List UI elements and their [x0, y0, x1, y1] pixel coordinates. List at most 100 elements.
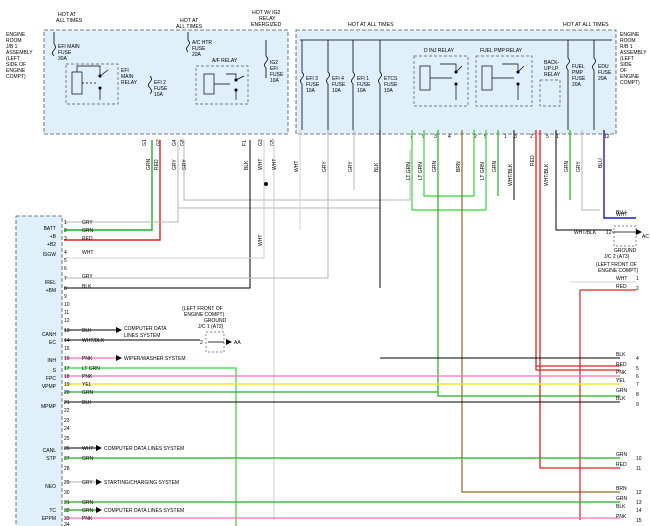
wire-red-right2 [579, 289, 636, 520]
svg-text:G4: G4 [172, 139, 178, 146]
svg-text:WHT: WHT [82, 250, 93, 256]
fuel-pmp-relay-label: FUEL PMP RELAY [480, 48, 523, 54]
svg-text:GRY: GRY [182, 159, 188, 170]
svg-text:10: 10 [636, 456, 642, 462]
svg-text:GRY: GRY [172, 159, 178, 170]
svg-text:10A: 10A [332, 88, 342, 94]
svg-text:WHT: WHT [616, 276, 627, 282]
svg-text:7: 7 [64, 276, 67, 282]
svg-text:BRN: BRN [616, 486, 627, 492]
svg-text:BLK: BLK [82, 328, 92, 334]
svg-text:+B2: +B2 [47, 242, 56, 248]
svg-text:8: 8 [636, 392, 639, 398]
svg-text:GROUND: GROUND [614, 248, 637, 254]
svg-text:GRN: GRN [432, 161, 438, 173]
af-relay [195, 65, 249, 105]
svg-text:5: 5 [636, 366, 639, 372]
svg-text:ENGINE COMPT): ENGINE COMPT) [598, 268, 639, 274]
svg-text:+B: +B [50, 234, 57, 240]
svg-text:18: 18 [64, 374, 70, 380]
svg-text:COMPUTER DATA LINES SYSTEM: COMPUTER DATA LINES SYSTEM [104, 508, 184, 514]
svg-text:6: 6 [64, 266, 67, 272]
svg-text:BLK: BLK [616, 396, 626, 402]
svg-text:20A: 20A [192, 52, 202, 58]
svg-text:10A: 10A [384, 88, 394, 94]
ecm-wire-colors: GRY GRN RED WHT GRY BLK BLK WHT/BLK PNK … [82, 220, 105, 522]
header-hot-ig2-b: RELAY [259, 16, 276, 22]
svg-text:RELAY: RELAY [121, 80, 138, 86]
wire-gry-2 [183, 140, 411, 201]
svg-text:LT GRN: LT GRN [480, 162, 486, 180]
svg-text:GRY: GRY [576, 161, 582, 172]
svg-text:FUSE: FUSE [306, 82, 320, 88]
efi4-fuse: EFI 4 FUSE 10A [326, 40, 346, 130]
svg-text:20: 20 [64, 390, 70, 396]
svg-text:2: 2 [530, 134, 533, 140]
left-assembly-box [43, 29, 289, 135]
svg-text:WHT/BLK: WHT/BLK [82, 338, 105, 344]
svg-text:IG2: IG2 [270, 60, 278, 66]
svg-text:10A: 10A [270, 78, 280, 84]
header-hot-all-times-4: HOT AT ALL TIMES [563, 22, 609, 28]
svg-text:ISGW: ISGW [43, 252, 57, 258]
svg-text:GRN: GRN [616, 496, 628, 502]
svg-text:ENGINE: ENGINE [620, 32, 640, 38]
svg-text:VPMP: VPMP [42, 384, 57, 390]
svg-text:1: 1 [64, 220, 67, 226]
wire-gry-r [581, 130, 600, 211]
svg-text:14: 14 [64, 338, 70, 344]
svg-text:(LEFT FRONT OF: (LEFT FRONT OF [182, 306, 223, 312]
svg-text:7: 7 [636, 382, 639, 388]
backup-lp-relay [539, 79, 561, 107]
svg-text:20A: 20A [572, 82, 582, 88]
wire-red-r2 [539, 130, 620, 469]
svg-text:13: 13 [636, 500, 642, 506]
svg-text:STP: STP [46, 456, 56, 462]
svg-text:PMP: PMP [572, 70, 584, 76]
svg-text:19: 19 [64, 382, 70, 388]
svg-text:PNK: PNK [82, 516, 93, 522]
svg-text:2: 2 [64, 228, 67, 234]
svg-text:27: 27 [64, 456, 70, 462]
svg-text:LINES SYSTEM: LINES SYSTEM [124, 333, 160, 339]
wire-grn-r1 [437, 130, 620, 397]
svg-text:GRN: GRN [616, 452, 628, 458]
svg-text:33: 33 [64, 516, 70, 522]
svg-text:10A: 10A [357, 88, 367, 94]
svg-text:EDU: EDU [598, 64, 609, 70]
svg-text:WIPER/WASHER SYSTEM: WIPER/WASHER SYSTEM [124, 356, 186, 362]
svg-text:9: 9 [636, 402, 639, 408]
svg-text:8: 8 [64, 286, 67, 292]
svg-text:CANH: CANH [42, 332, 57, 338]
svg-text:EFI: EFI [121, 68, 129, 74]
wire-ltgrn-17 [64, 367, 237, 526]
svg-text:23: 23 [64, 418, 70, 424]
header-hot-ig2-a: HOT W/ IG2 [252, 10, 281, 16]
svg-text:RELAY: RELAY [544, 72, 561, 78]
svg-text:YEL: YEL [616, 378, 626, 384]
svg-text:GRN: GRN [82, 500, 94, 506]
svg-text:(LEFT: (LEFT [620, 56, 634, 62]
svg-text:G1: G1 [142, 139, 148, 146]
svg-text:COMPT): COMPT) [6, 74, 26, 80]
ground-jc2-a73: WHT/BLK 12 AC GROUND J/C 2 (A73) (LEFT F… [574, 225, 649, 274]
svg-text:G3: G3 [258, 139, 264, 146]
svg-text:BLK: BLK [616, 352, 626, 358]
svg-text:COMPUTER DATA LINES SYSTEM: COMPUTER DATA LINES SYSTEM [104, 446, 184, 452]
left-connector-labels: G1 G2 G4 G8 F1 G3 G5 [142, 139, 276, 146]
svg-text:SIDE: SIDE [620, 62, 632, 68]
header-hot-ig2-c: ENERGIZED [251, 22, 282, 28]
svg-text:BACK-: BACK- [544, 60, 560, 66]
ig2-efi-fuse: IG2 EFI FUSE 10A [264, 40, 284, 84]
svg-text:32: 32 [64, 508, 70, 514]
dest-wiper-washer: WIPER/WASHER SYSTEM [116, 355, 186, 362]
svg-text:BLK: BLK [374, 162, 380, 172]
svg-text:BLU: BLU [616, 210, 626, 216]
fuel-pmp-relay-symbol [481, 63, 525, 100]
wire-blu [603, 130, 636, 219]
svg-text:J/C 1 (A72): J/C 1 (A72) [198, 324, 224, 330]
efi2-fuse: EFI 2 FUSE 10A [148, 75, 168, 98]
svg-text:3: 3 [64, 236, 67, 242]
svg-text:14: 14 [636, 508, 642, 514]
svg-text:9: 9 [64, 294, 67, 300]
